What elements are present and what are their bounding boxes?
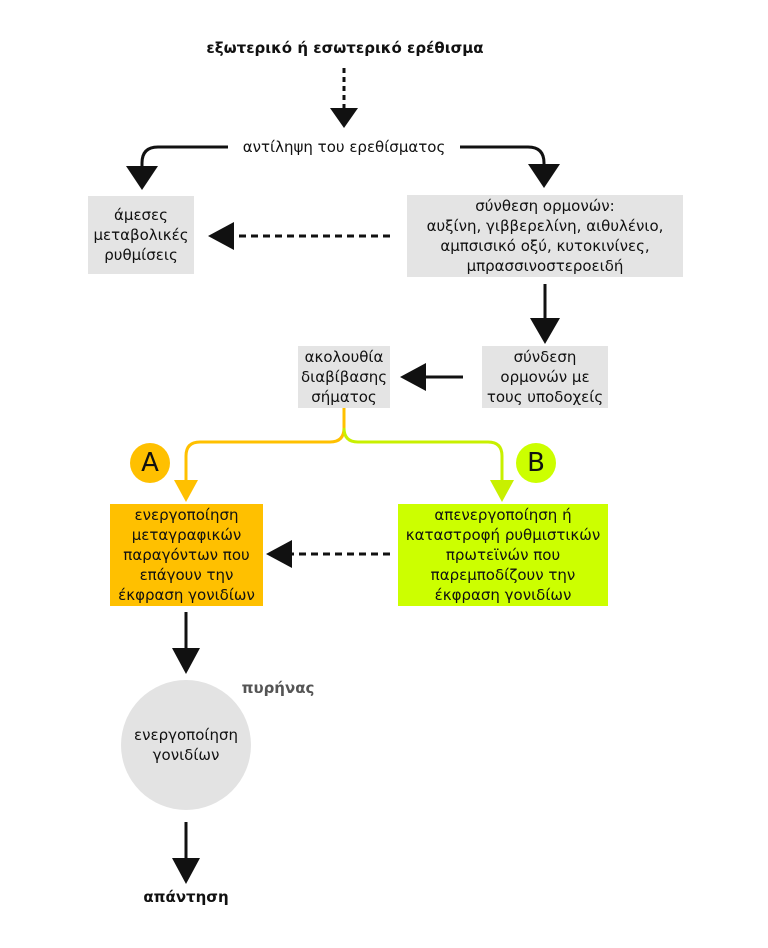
arrowhead: [528, 164, 560, 188]
arrowhead: [208, 222, 234, 250]
binding-line-2: ορμονών με: [500, 368, 590, 386]
nucleus-label: πυρήνας: [241, 679, 315, 697]
gene-activation-text: ενεργοποίηση γονιδίων: [121, 720, 251, 770]
stimulus-label: εξωτερικό ή εσωτερικό ερέθισμα: [206, 39, 484, 57]
badge-b: B: [516, 443, 556, 483]
immediate-regulation-box: άμεσες μεταβολικές ρυθμίσεις: [88, 196, 194, 274]
path-a-line-1: ενεργοποίηση: [134, 506, 239, 524]
synthesis-line-4: μπρασσινοστεροειδή: [466, 257, 624, 275]
synthesis-line-1: σύνθεση ορμονών:: [475, 197, 615, 215]
arrowhead: [172, 858, 200, 884]
arrow-perception-to-synthesis: [460, 145, 546, 168]
path-a-line-3: παραγόντων που: [123, 546, 250, 564]
arrowhead: [174, 480, 198, 502]
arrow-transduction-to-path-a: [184, 408, 346, 482]
response-label: απάντηση: [143, 888, 229, 906]
binding-line-1: σύνδεση: [513, 348, 577, 366]
path-b-line-4: παρεμποδίζουν την: [430, 566, 576, 584]
perception-label: αντίληψη του ερεθίσματος: [228, 137, 460, 157]
path-a-line-2: μεταγραφικών: [131, 526, 242, 544]
nucleus-circle: [121, 680, 251, 810]
synthesis-line-2: αυξίνη, γιββερελίνη, αιθυλένιο,: [426, 217, 664, 235]
path-b-line-5: έκφραση γονιδίων: [434, 586, 572, 604]
path-a-box: ενεργοποίηση μεταγραφικών παραγόντων που…: [110, 504, 263, 606]
arrowhead: [530, 318, 560, 344]
arrowhead: [266, 540, 292, 568]
hormone-synthesis-box: σύνθεση ορμονών: αυξίνη, γιββερελίνη, αι…: [407, 195, 683, 277]
path-b-line-2: καταστροφή ρυθμιστικών: [405, 526, 601, 544]
arrow-transduction-to-path-b: [342, 427, 504, 482]
binding-line-3: τους υποδοχείς: [486, 388, 604, 406]
path-b-box: απενεργοποίηση ή καταστροφή ρυθμιστικών …: [398, 504, 608, 606]
path-b-line-3: πρωτεϊνών που: [445, 546, 561, 564]
gene-activation-line-2: γονιδίων: [152, 746, 220, 764]
arrowhead: [400, 363, 426, 391]
transduction-line-1: ακολουθία: [304, 348, 384, 366]
receptor-binding-box: σύνδεση ορμονών με τους υποδοχείς: [482, 346, 608, 408]
arrowhead: [330, 108, 358, 128]
arrowhead: [490, 480, 514, 502]
path-a-line-5: έκφραση γονιδίων: [118, 586, 255, 604]
immediate-line-2: μεταβολικές: [93, 226, 189, 244]
badge-a: A: [130, 443, 170, 483]
transduction-line-3: σήματος: [311, 388, 377, 406]
path-b-line-1: απενεργοποίηση ή: [434, 506, 572, 524]
immediate-line-3: ρυθμίσεις: [104, 246, 178, 264]
signal-transduction-box: ακολουθία διαβίβασης σήματος: [298, 346, 390, 408]
gene-activation-line-1: ενεργοποίηση: [134, 726, 238, 744]
arrow-perception-to-immediate: [140, 145, 228, 170]
synthesis-line-3: αμπσισικό οξύ, κυτοκινίνες,: [440, 237, 650, 255]
transduction-line-2: διαβίβασης: [300, 368, 388, 386]
immediate-line-1: άμεσες: [114, 206, 168, 224]
arrowhead: [126, 166, 158, 190]
arrowhead: [172, 648, 200, 674]
path-a-line-4: επάγουν την: [139, 566, 234, 584]
